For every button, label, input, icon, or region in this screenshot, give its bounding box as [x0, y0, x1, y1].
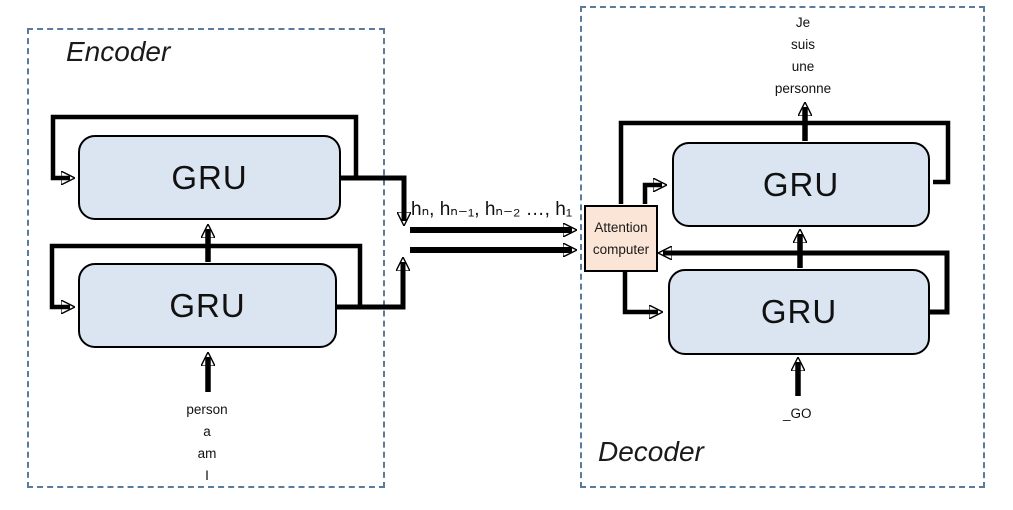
attention-computer-box: Attention computer [584, 205, 658, 272]
decoder-start-token: _GO [783, 406, 812, 421]
encoder-input-word: person [186, 402, 228, 417]
encoder-gru-top: GRU [78, 135, 341, 220]
encoder-input-word: am [197, 446, 217, 461]
decoder-output-word: Je [795, 15, 811, 30]
decoder-output-word: une [791, 59, 815, 74]
decoder-label: Decoder [598, 436, 704, 467]
encoder-container [27, 28, 385, 488]
decoder-gru-bottom: GRU [668, 269, 930, 355]
encoder-input-words: person a am I [157, 399, 257, 487]
decoder-gru-top: GRU [672, 142, 930, 227]
encoder-label: Encoder [66, 36, 171, 67]
decoder-output-words: Je suis une personne [753, 12, 853, 100]
encoder-gru-bottom: GRU [78, 263, 337, 348]
decoder-output-word: personne [774, 81, 832, 96]
encoder-input-word: I [205, 468, 209, 483]
decoder-container [580, 6, 985, 488]
encoder-input-word: a [203, 424, 211, 439]
hidden-states-label: hₙ, hₙ₋₁, hₙ₋₂ …, h₁ [411, 199, 573, 220]
decoder-output-word: suis [790, 37, 815, 52]
